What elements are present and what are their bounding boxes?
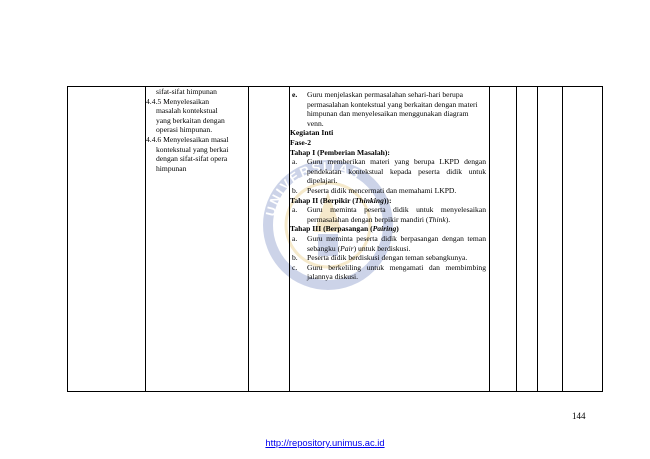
- repository-link[interactable]: http://repository.unimus.ac.id: [265, 437, 385, 448]
- table-cell-empty: [537, 86, 563, 392]
- table-cell-empty: [489, 86, 517, 392]
- stage-heading: Tahap II (Berpikir (Thinking)):: [290, 195, 392, 205]
- list-item: b.Peserta didik mencermati dan memahami …: [292, 185, 457, 195]
- competency-line: dengan sifat-sifat opera: [156, 154, 228, 164]
- stage-heading: Tahap I (Pemberian Masalah):: [290, 147, 390, 157]
- table-cell-empty: [248, 86, 290, 392]
- table-cell-empty: [562, 86, 603, 392]
- page-number: 144: [572, 411, 586, 421]
- competency-line: himpunan: [156, 163, 187, 173]
- footer: http://repository.unimus.ac.id: [0, 437, 650, 448]
- competency-line: 4.4.5 Menyelesaikan: [146, 96, 210, 106]
- competency-line: yang berkaitan dengan: [156, 115, 225, 125]
- list-item: e. Guru menjelaskan permasalahan sehari-…: [292, 90, 478, 128]
- list-item: c.Guru berkeliling untuk mengamati dan m…: [292, 262, 486, 282]
- stage-heading: Tahap III (Berpasangan (Pairing): [290, 224, 399, 234]
- list-item: a.Guru memberikan materi yang berupa LKP…: [292, 157, 486, 186]
- competency-line: kontekstual yang berkai: [156, 144, 229, 154]
- section-heading: Kegiatan Inti: [290, 128, 334, 138]
- phase-label: Fase-2: [290, 137, 312, 147]
- list-item: a.Guru meminta peserta didik untuk menye…: [292, 205, 486, 224]
- competency-line: masalah kontekstual: [156, 106, 218, 116]
- list-item: a.Guru meminta peserta didik berpasangan…: [292, 233, 486, 253]
- table-cell-empty: [516, 86, 538, 392]
- competency-line: operasi himpunan.: [156, 125, 213, 135]
- competency-line: sifat-sifat himpunan: [156, 87, 217, 96]
- list-item: b.Peserta didik berdiskusi dengan teman …: [292, 253, 468, 263]
- activity-cell: e. Guru menjelaskan permasalahan sehari-…: [289, 86, 490, 392]
- competency-line: 4.4.6 Menyelesaikan masal: [146, 134, 229, 144]
- table-cell-empty: [67, 86, 146, 392]
